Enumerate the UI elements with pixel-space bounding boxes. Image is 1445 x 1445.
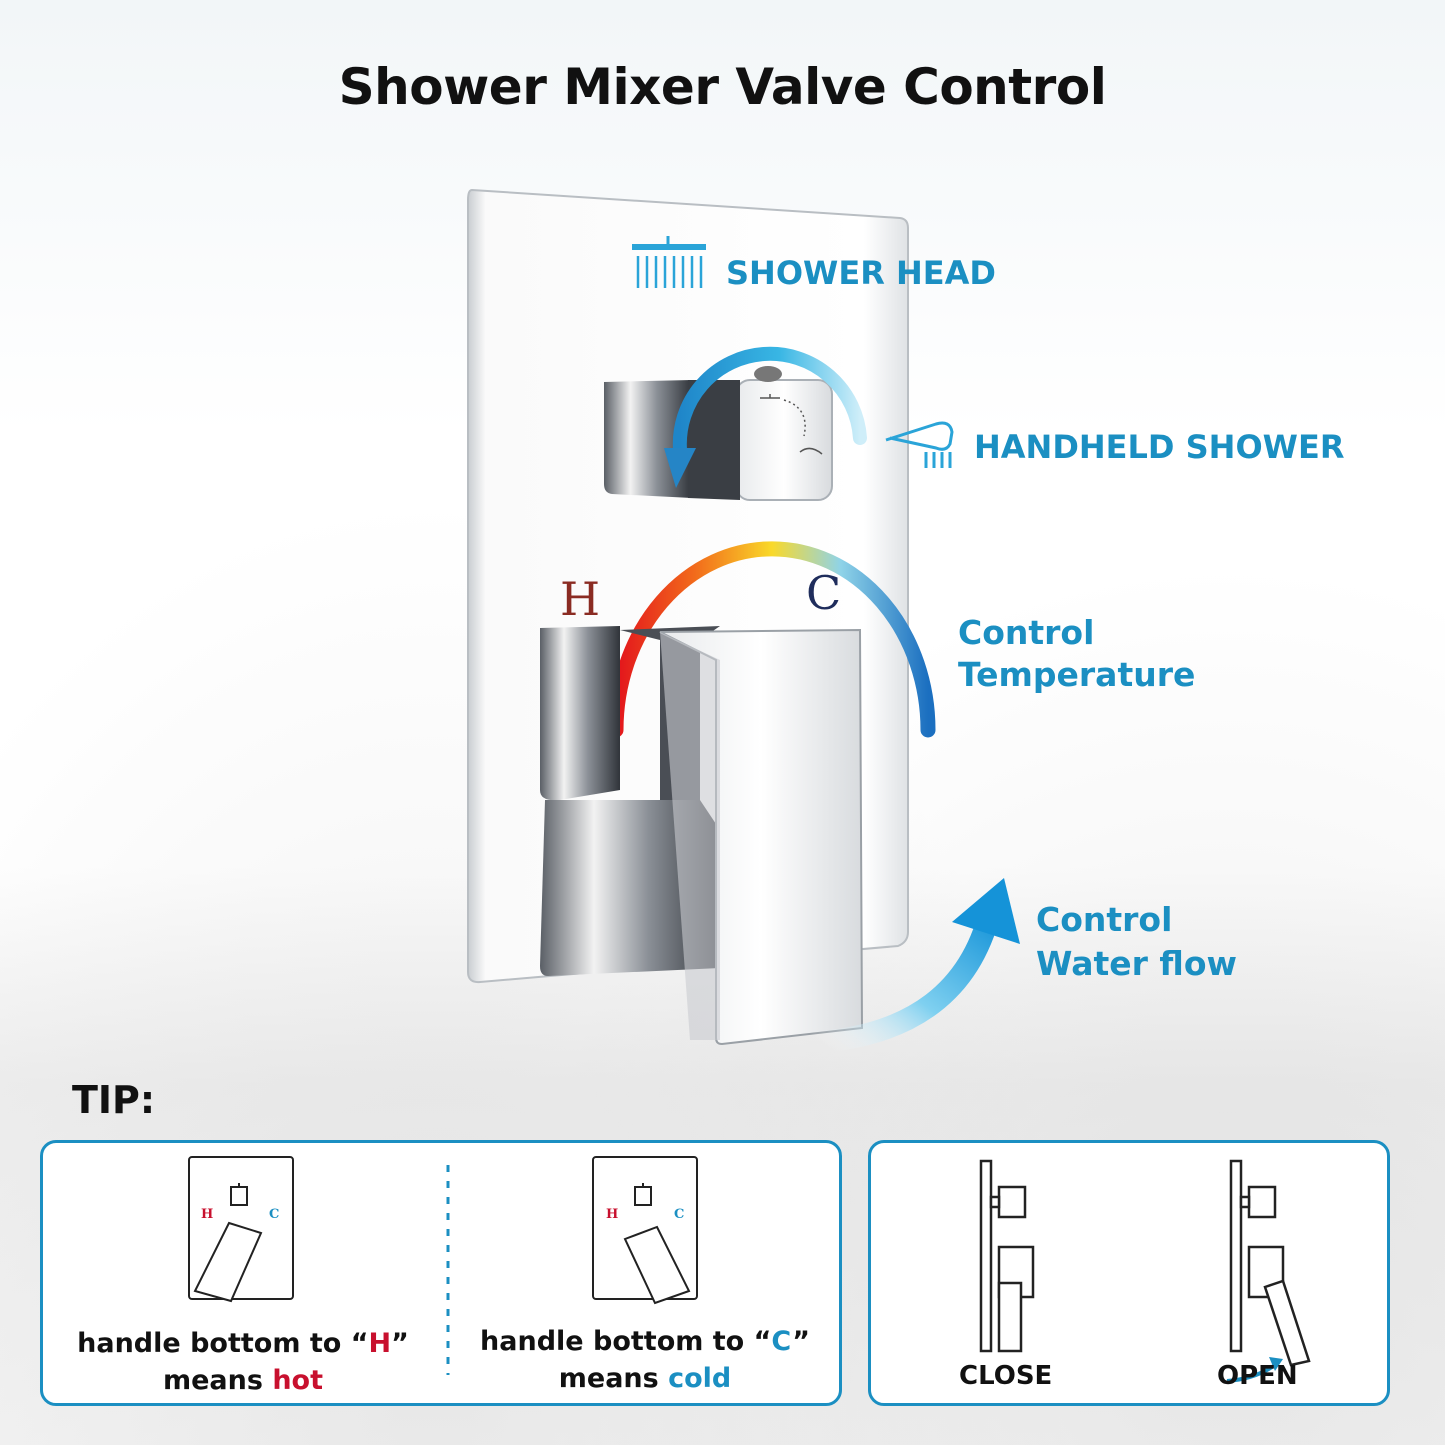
diverter-base — [604, 380, 692, 498]
handheld-shower-label: HANDHELD SHOWER — [974, 428, 1345, 466]
temperature-diagrams — [188, 1156, 698, 1375]
page-title: Shower Mixer Valve Control — [338, 58, 1107, 116]
hot-diagram-h: H — [201, 1207, 214, 1222]
close-diagram — [979, 1159, 1035, 1353]
flow-tip-box: CLOSE OPEN — [868, 1140, 1390, 1406]
hot-diagram-c: C — [269, 1207, 280, 1222]
control-water-flow-label: Control Water flow — [1036, 900, 1238, 983]
flow-diagrams — [979, 1159, 1311, 1383]
diverter-knob — [735, 379, 833, 501]
open-arrow — [1226, 1363, 1277, 1383]
control-temperature-label: Control Temperature — [958, 613, 1196, 694]
hot-letter: H — [560, 572, 601, 626]
hot-caption: handle bottom to “H” means hot — [77, 1328, 409, 1396]
open-diagram — [1229, 1159, 1311, 1367]
cold-diagram-plate — [592, 1156, 698, 1300]
knob-shower-mode-icon — [760, 394, 823, 455]
shower-head-label: SHOWER HEAD — [726, 254, 996, 292]
temperature-tip-box: H C H C handle bottom to “H” means hot h… — [40, 1140, 842, 1406]
water-flow-arrow — [809, 901, 1001, 1053]
lever-base — [540, 626, 620, 801]
cold-diagram-h: H — [606, 1207, 619, 1222]
open-label: OPEN — [1217, 1361, 1298, 1391]
tip-heading: TIP: — [72, 1078, 156, 1122]
cold-diagram-c: C — [674, 1207, 685, 1222]
cold-letter: C — [806, 566, 842, 620]
handheld-shower-icon — [885, 421, 954, 468]
shower-head-icon — [632, 236, 706, 288]
temperature-arc — [608, 541, 936, 738]
diverter-arrow — [672, 346, 867, 457]
hot-diagram-handle — [193, 1221, 263, 1303]
cold-diagram-handle — [623, 1225, 691, 1305]
cold-caption: handle bottom to “C” means cold — [480, 1326, 810, 1394]
hot-diagram-plate — [188, 1156, 294, 1300]
close-label: CLOSE — [959, 1361, 1053, 1391]
